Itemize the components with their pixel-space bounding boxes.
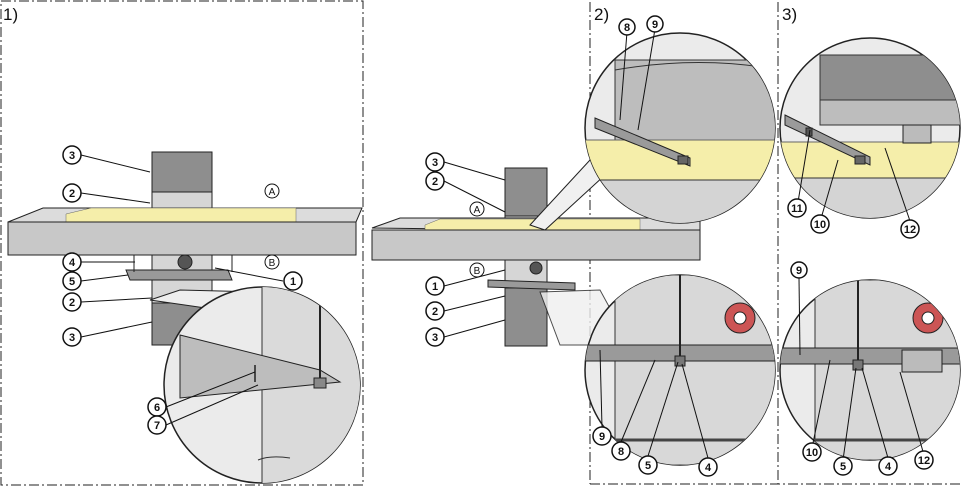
callout-7: 7: [154, 420, 160, 432]
callout-9: 9: [796, 265, 802, 277]
panel-3-drawing: [779, 37, 961, 461]
panel-label-2: 2): [594, 5, 609, 24]
callout-9-bottom: 9: [599, 431, 605, 443]
panel-label-3: 3): [782, 5, 797, 24]
callout-10-top: 10: [814, 219, 826, 231]
callout-2-top: 2: [69, 188, 75, 200]
callout-10-bottom: 10: [806, 447, 818, 459]
callout-2-top: 2: [432, 176, 438, 188]
callout-2-bottom: 2: [69, 297, 75, 309]
callout-5: 5: [645, 460, 651, 472]
callout-3-bottom: 3: [69, 332, 75, 344]
callout-8-top: 8: [624, 22, 630, 34]
callout-3-bottom: 3: [432, 332, 438, 344]
callout-4: 4: [885, 461, 892, 473]
callouts-panel-2: 3 2 A B 1 2 3 8 9 9 8 5 4: [425, 15, 718, 477]
callout-11: 11: [791, 203, 803, 215]
callout-3-top: 3: [69, 150, 75, 162]
panel-2-drawing: [371, 32, 776, 466]
callout-5: 5: [69, 276, 75, 288]
callout-4: 4: [705, 462, 712, 474]
letter-b: B: [474, 266, 481, 277]
panel-label-1: 1): [3, 5, 18, 24]
callouts-panel-1: 3 2 A B 1 4 5 2 3 6 7: [62, 145, 303, 435]
callout-8-bottom: 8: [618, 446, 624, 458]
callout-12-top: 12: [904, 224, 916, 236]
callout-9-top: 9: [652, 19, 658, 31]
callout-5: 5: [840, 461, 846, 473]
letter-a: A: [269, 187, 276, 198]
panel-1-drawing: [7, 151, 363, 484]
leader-lines: [80, 28, 925, 461]
letter-b: B: [269, 258, 276, 269]
callout-3-top: 3: [432, 157, 438, 169]
callout-2-bottom: 2: [432, 306, 438, 318]
callout-4: 4: [69, 257, 76, 269]
letter-a: A: [474, 205, 481, 216]
callout-12-bottom: 12: [918, 455, 930, 467]
callout-6: 6: [154, 402, 160, 414]
callout-1: 1: [290, 276, 296, 288]
callouts-panel-3: 11 10 12 9 10 5 4 12: [787, 198, 934, 476]
callout-1: 1: [432, 281, 438, 293]
